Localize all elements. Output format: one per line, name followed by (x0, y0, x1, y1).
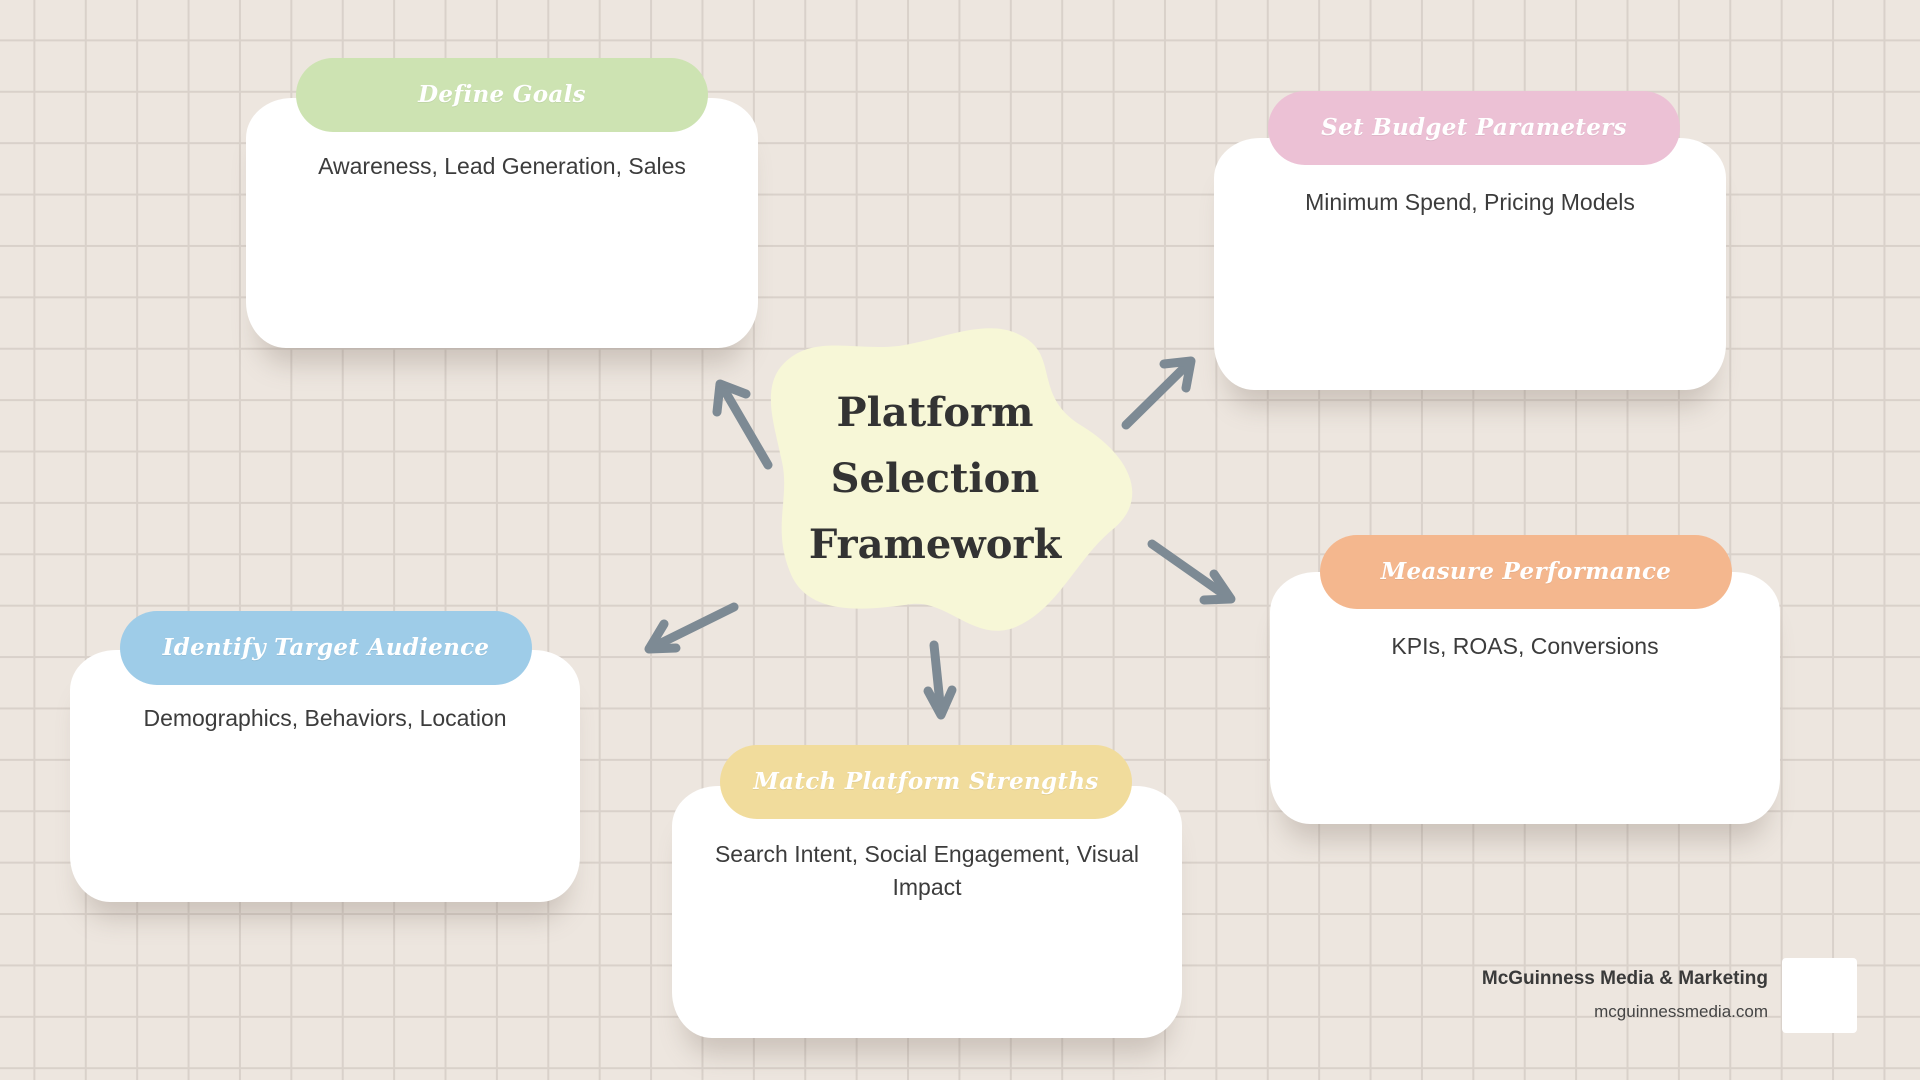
match-platform-card: Search Intent, Social Engagement, Visual… (672, 786, 1182, 1038)
center-blob (770, 328, 1133, 631)
define-goals-card: Awareness, Lead Generation, Sales (246, 98, 758, 348)
center-title-line: Selection (830, 455, 1040, 502)
identify-audience-card: Demographics, Behaviors, Location (70, 650, 580, 902)
company-name: McGuinness Media & Marketing (1481, 968, 1768, 989)
center-blob-shape (770, 328, 1133, 631)
set-budget-label: Set Budget Parameters (1268, 91, 1680, 165)
measure-performance-card: KPIs, ROAS, Conversions (1270, 572, 1780, 824)
center-title-line: Framework (808, 521, 1062, 568)
set-budget-text: Minimum Spend, Pricing Models (1305, 189, 1635, 215)
center-title-line: Platform (836, 389, 1034, 436)
arrow-to-identify-audience (644, 602, 739, 654)
arrow-to-match-platform (923, 640, 957, 720)
match-platform-label: Match Platform Strengths (720, 745, 1132, 819)
arrow-to-define-goals (712, 379, 773, 470)
company-url: mcguinnessmedia.com (1594, 1002, 1768, 1021)
center-title: Platform Selection Framework (790, 380, 1080, 578)
identify-audience-label: Identify Target Audience (120, 611, 532, 685)
arrow-to-set-budget (1121, 356, 1196, 430)
match-platform-text: Search Intent, Social Engagement, Visual… (714, 841, 1140, 900)
identify-audience-text: Demographics, Behaviors, Location (143, 705, 507, 731)
arrow-to-measure-performance (1147, 539, 1236, 605)
company-logo (1782, 958, 1857, 1033)
define-goals-label: Define Goals (296, 58, 708, 132)
set-budget-card: Minimum Spend, Pricing Models (1214, 138, 1726, 390)
measure-performance-label: Measure Performance (1320, 535, 1732, 609)
define-goals-text: Awareness, Lead Generation, Sales (318, 153, 686, 179)
measure-performance-text: KPIs, ROAS, Conversions (1391, 633, 1659, 659)
